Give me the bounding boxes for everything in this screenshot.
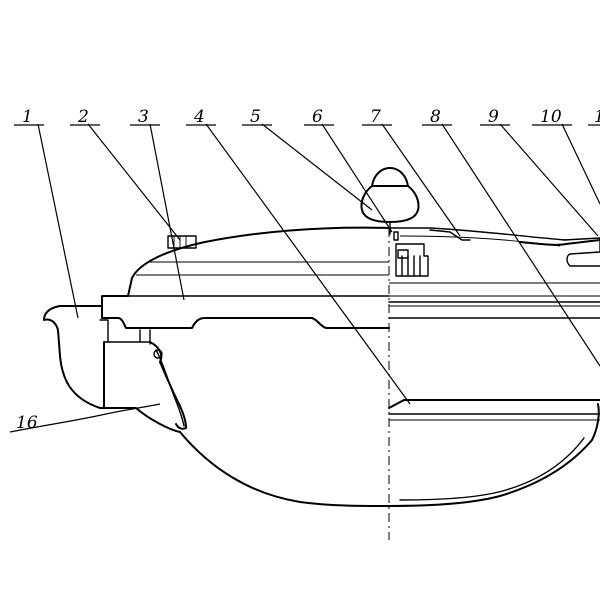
pot-wall-left	[103, 341, 181, 433]
lever-groove	[429, 229, 471, 241]
lever-block	[563, 237, 600, 267]
safety-valve	[167, 235, 197, 249]
pot-bottom-right-inner	[399, 437, 585, 501]
pressure-weight	[371, 167, 409, 187]
gasket	[139, 329, 151, 345]
lid-dome	[131, 226, 390, 279]
lever	[519, 239, 600, 246]
lid-right-surface	[388, 227, 566, 241]
pot-bottom	[179, 431, 390, 507]
vent-stem	[393, 231, 399, 241]
leader-lines	[9, 123, 600, 433]
part-label-3: 3	[138, 107, 149, 127]
part-labels: 1 2 3 4 5 6 7 8 9 10 1 16	[14, 107, 600, 433]
part-label-11: 1	[594, 107, 600, 127]
clamp-inner	[155, 349, 185, 427]
part-label-6: 6	[312, 107, 323, 127]
part-label-2: 2	[77, 107, 89, 127]
clamp-pin	[153, 349, 163, 359]
spring-housing	[395, 243, 429, 277]
lid-rim	[101, 277, 390, 329]
pot-bottom-right	[388, 403, 600, 507]
handle	[43, 305, 117, 409]
inner-pot	[388, 399, 600, 409]
lid-rim-right	[388, 301, 600, 319]
part-label-4: 4	[193, 107, 205, 127]
part-label-16: 16	[16, 413, 38, 433]
handle-inner	[99, 319, 109, 343]
clamp	[149, 341, 187, 430]
part-label-7: 7	[370, 107, 381, 127]
part-label-5: 5	[250, 107, 261, 127]
part-label-1: 1	[22, 107, 33, 127]
part-label-8: 8	[430, 107, 441, 127]
part-label-9: 9	[488, 107, 499, 127]
spring-top	[397, 249, 409, 259]
pressure-weight-body	[360, 185, 420, 223]
part-label-10: 10	[540, 107, 562, 127]
